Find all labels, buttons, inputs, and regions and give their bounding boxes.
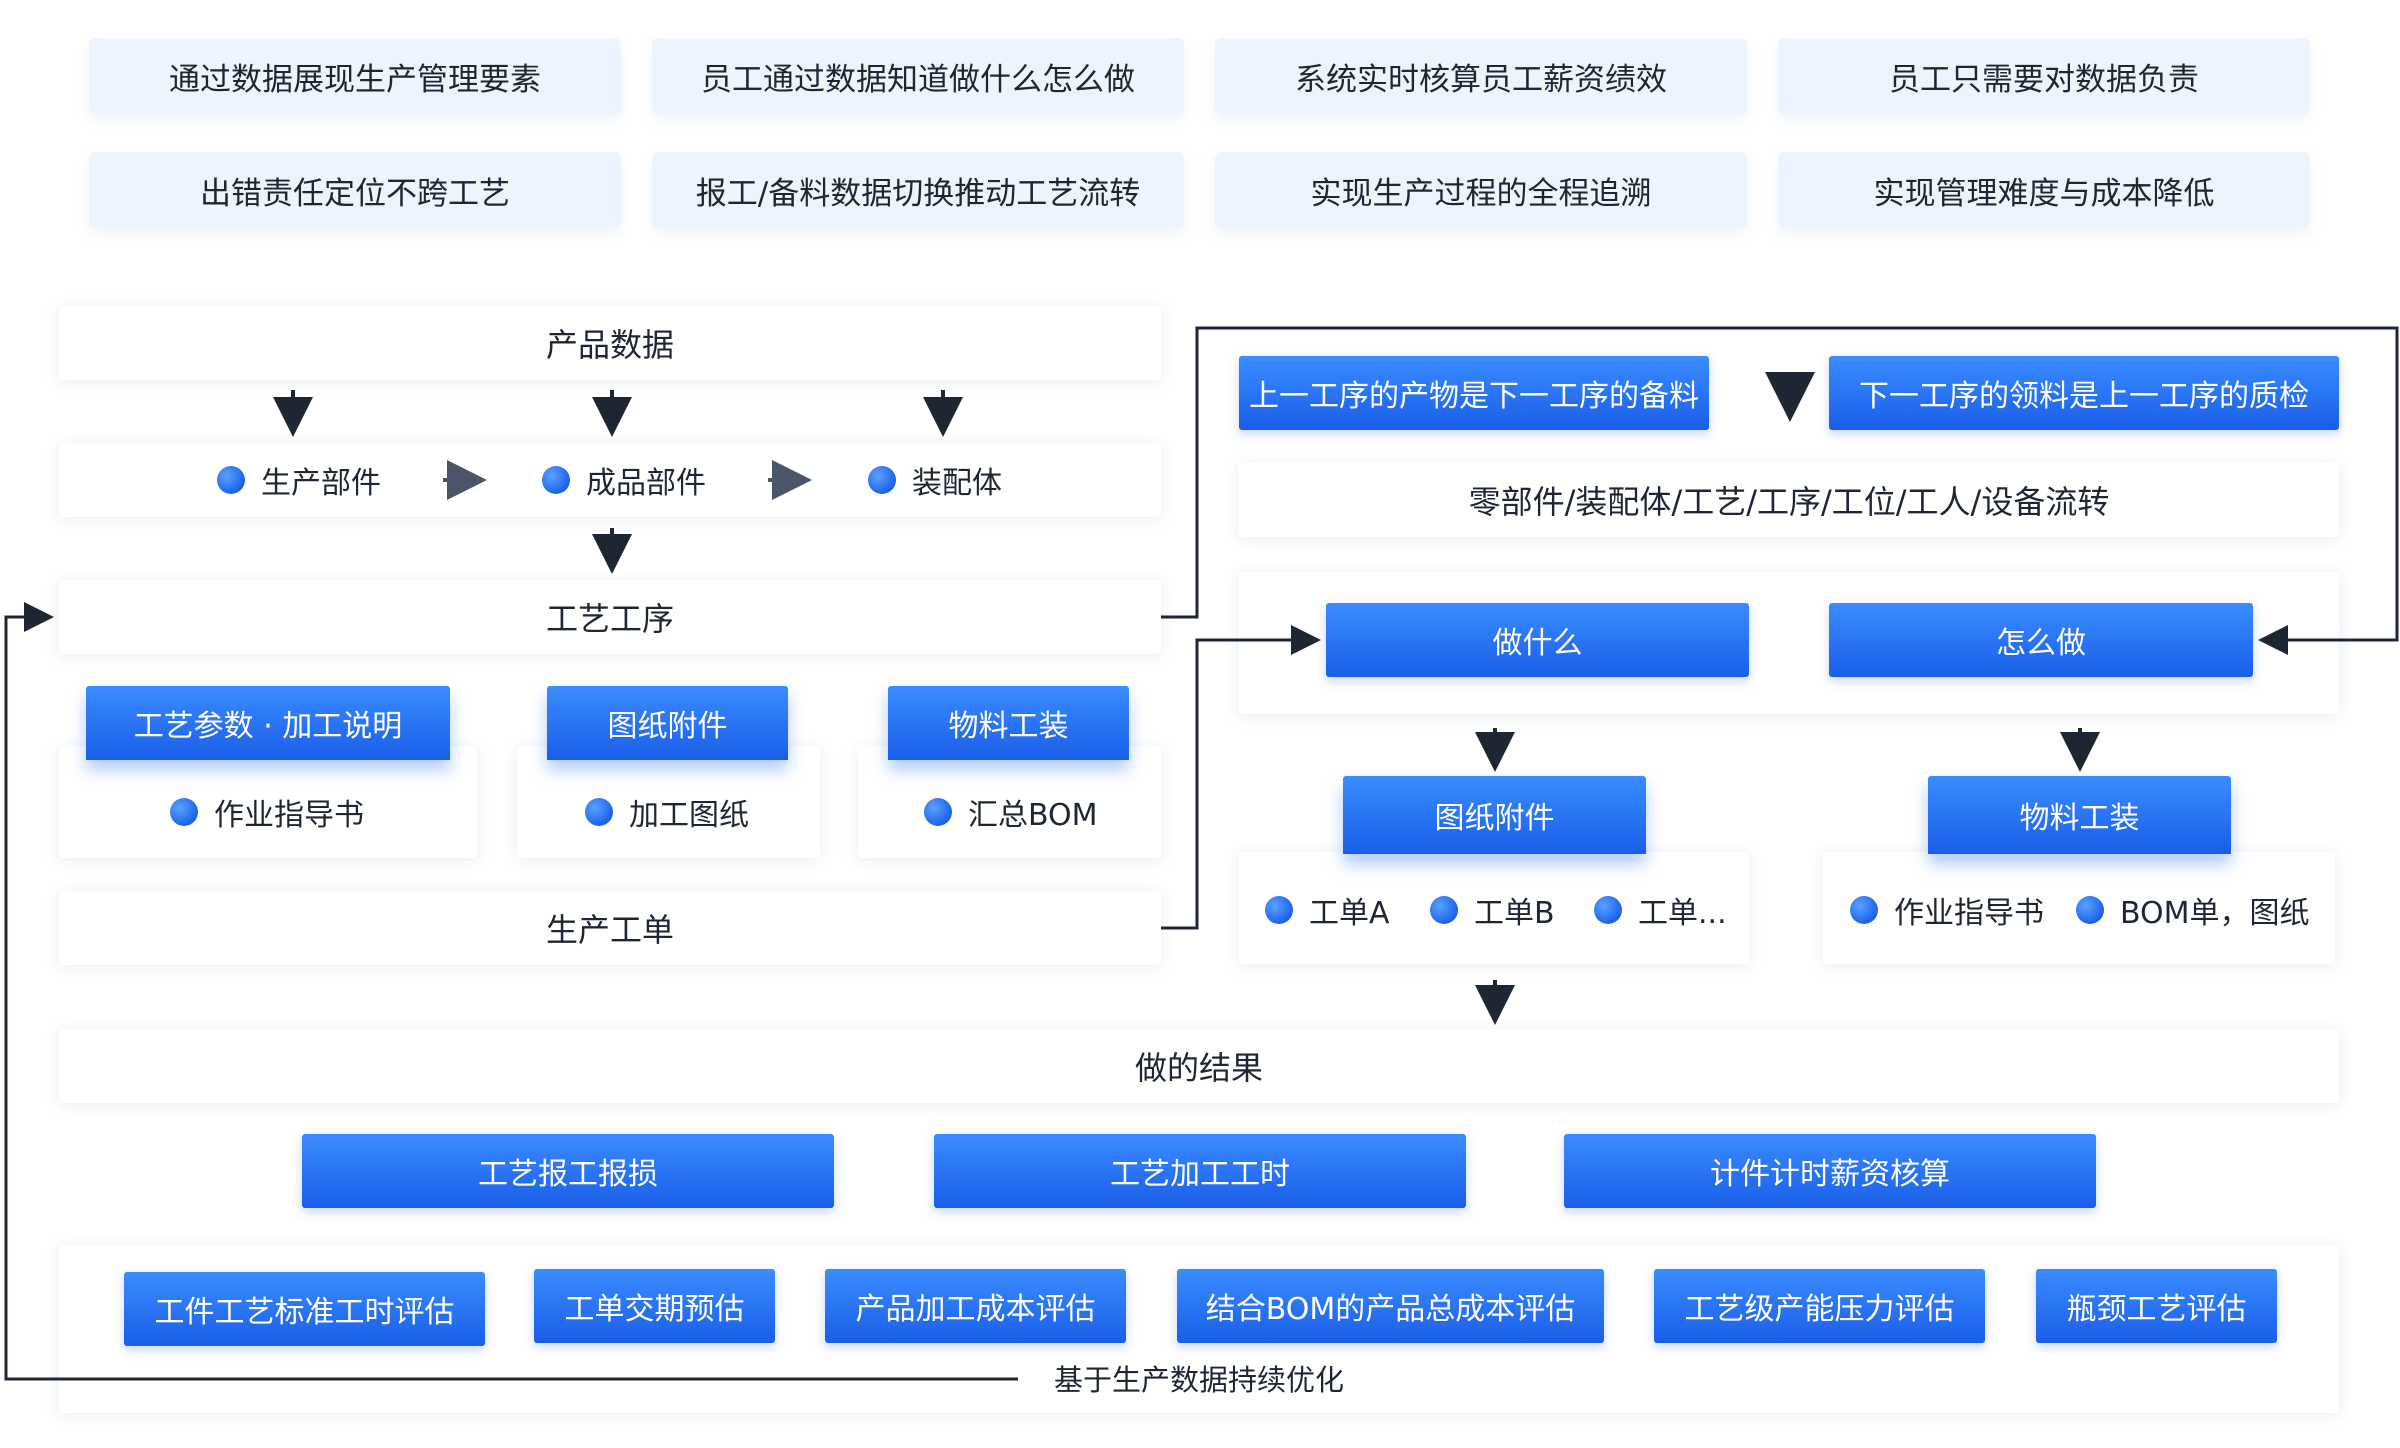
product-data-label: 产品数据 [545, 326, 674, 364]
goal-pill: 通过数据展现生产管理要素 [89, 38, 621, 114]
results-title-label: 做的结果 [1134, 1049, 1263, 1087]
result-button: 工艺加工工时 [934, 1134, 1466, 1208]
process-params-tab: 工艺参数 · 加工说明 [86, 686, 450, 760]
product-data-card: 产品数据 [59, 306, 1161, 380]
work-order-item: 工单A [1265, 890, 1390, 931]
goal-pill: 实现管理难度与成本降低 [1778, 152, 2310, 228]
workorder-to-what-line [1161, 625, 1321, 930]
process-to-how-line [1161, 326, 2399, 655]
bullet-dot-icon [924, 798, 952, 826]
instruction-item: BOM单，图纸 [2076, 890, 2310, 931]
work-order-label: 生产工单 [545, 911, 674, 949]
part-item: 生产部件 [217, 460, 381, 501]
bullet-dot-icon [1850, 896, 1878, 924]
bullet-dot-icon [1594, 896, 1622, 924]
goal-pill: 系统实时核算员工薪资绩效 [1215, 38, 1747, 114]
evaluation-button: 工件工艺标准工时评估 [124, 1272, 485, 1346]
group-item: 加工图纸 [585, 792, 749, 833]
what-button: 做什么 [1326, 603, 1749, 677]
how-button: 怎么做 [1829, 603, 2253, 677]
part-item: 成品部件 [542, 460, 706, 501]
evaluation-button: 结合BOM的产品总成本评估 [1177, 1269, 1604, 1343]
rule-left-button: 上一工序的产物是下一工序的备料 [1239, 356, 1709, 430]
bullet-dot-icon [585, 798, 613, 826]
materials-tab: 物料工装 [888, 686, 1129, 760]
group-item: 汇总BOM [924, 792, 1098, 833]
work-order-item: 工单B [1430, 890, 1555, 931]
goal-pill: 出错责任定位不跨工艺 [89, 152, 621, 228]
drawings-card [517, 746, 820, 858]
instruction-item: 作业指导书 [1850, 890, 2044, 931]
flow-card: 零部件/装配体/工艺/工序/工位/工人/设备流转 [1239, 463, 2339, 537]
evaluation-button: 瓶颈工艺评估 [2036, 1269, 2277, 1343]
evaluation-button: 工单交期预估 [534, 1269, 775, 1343]
part-item: 装配体 [868, 460, 1002, 501]
process-params-card [59, 746, 477, 858]
right-materials-tab: 物料工装 [1928, 776, 2231, 854]
feedback-loop-line [4, 602, 1018, 1381]
bullet-dot-icon [217, 466, 245, 494]
materials-card [858, 746, 1161, 858]
process-label: 工艺工序 [545, 600, 674, 638]
right-drawings-tab: 图纸附件 [1343, 776, 1646, 854]
bullet-dot-icon [2076, 896, 2104, 924]
bullet-dot-icon [170, 798, 198, 826]
evaluation-button: 工艺级产能压力评估 [1654, 1269, 1985, 1343]
goal-pill: 员工只需要对数据负责 [1778, 38, 2310, 114]
work-order-item: 工单... [1594, 890, 1727, 931]
bullet-dot-icon [542, 466, 570, 494]
work-orders-card [1239, 852, 1749, 964]
results-title-card: 做的结果 [59, 1029, 2339, 1103]
result-button: 工艺报工报损 [302, 1134, 834, 1208]
rule-right-button: 下一工序的领料是上一工序的质检 [1829, 356, 2339, 430]
flow-label: 零部件/装配体/工艺/工序/工位/工人/设备流转 [1468, 483, 2110, 521]
result-button: 计件计时薪资核算 [1564, 1134, 2096, 1208]
process-card: 工艺工序 [59, 580, 1161, 654]
bullet-dot-icon [1430, 896, 1458, 924]
goal-pill: 报工/备料数据切换推动工艺流转 [652, 152, 1184, 228]
drawings-tab: 图纸附件 [547, 686, 788, 760]
bullet-dot-icon [1265, 896, 1293, 924]
bullet-dot-icon [868, 466, 896, 494]
goal-pill: 员工通过数据知道做什么怎么做 [652, 38, 1184, 114]
group-item: 作业指导书 [170, 792, 364, 833]
work-order-card: 生产工单 [59, 891, 1161, 965]
goal-pill: 实现生产过程的全程追溯 [1215, 152, 1747, 228]
optimization-footer-label: 基于生产数据持续优化 [1018, 1360, 1380, 1400]
evaluation-button: 产品加工成本评估 [825, 1269, 1126, 1343]
